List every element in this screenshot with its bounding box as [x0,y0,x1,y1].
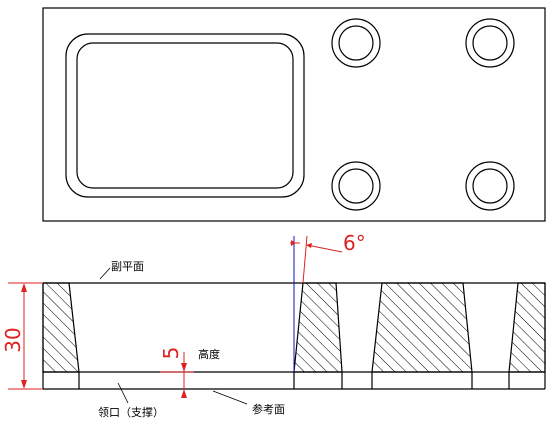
secondary-plane-label: 副平面 [111,260,144,273]
neck-support-label: 领口（支撑） [98,405,164,419]
angle-dimension: 6° [290,231,366,372]
angle-label: 6° [343,231,366,255]
hatched-section-right [508,282,546,373]
hatched-section-mid-right [371,282,473,373]
hatched-section-mid-left [293,282,343,373]
hatched-section-left [42,282,80,373]
hole-top-right [465,18,515,68]
section-view [42,282,546,390]
top-view [42,7,546,222]
hole-bottom-right [465,161,515,211]
pocket-outer [65,33,305,198]
thickness-label: 30 [1,327,25,352]
annotations: 副平面 高度 领口（支撑） 参考面 [98,260,285,419]
hole-top-left [331,18,381,68]
pocket-inner [76,42,294,189]
reference-plane-label: 参考面 [252,402,285,416]
depth-dimension: 5 [159,347,194,398]
height-label: 高度 [198,347,220,361]
thickness-dimension: 30 [1,282,43,390]
depth-label: 5 [159,347,183,360]
hole-bottom-left [331,161,381,211]
top-view-outline [42,7,546,222]
